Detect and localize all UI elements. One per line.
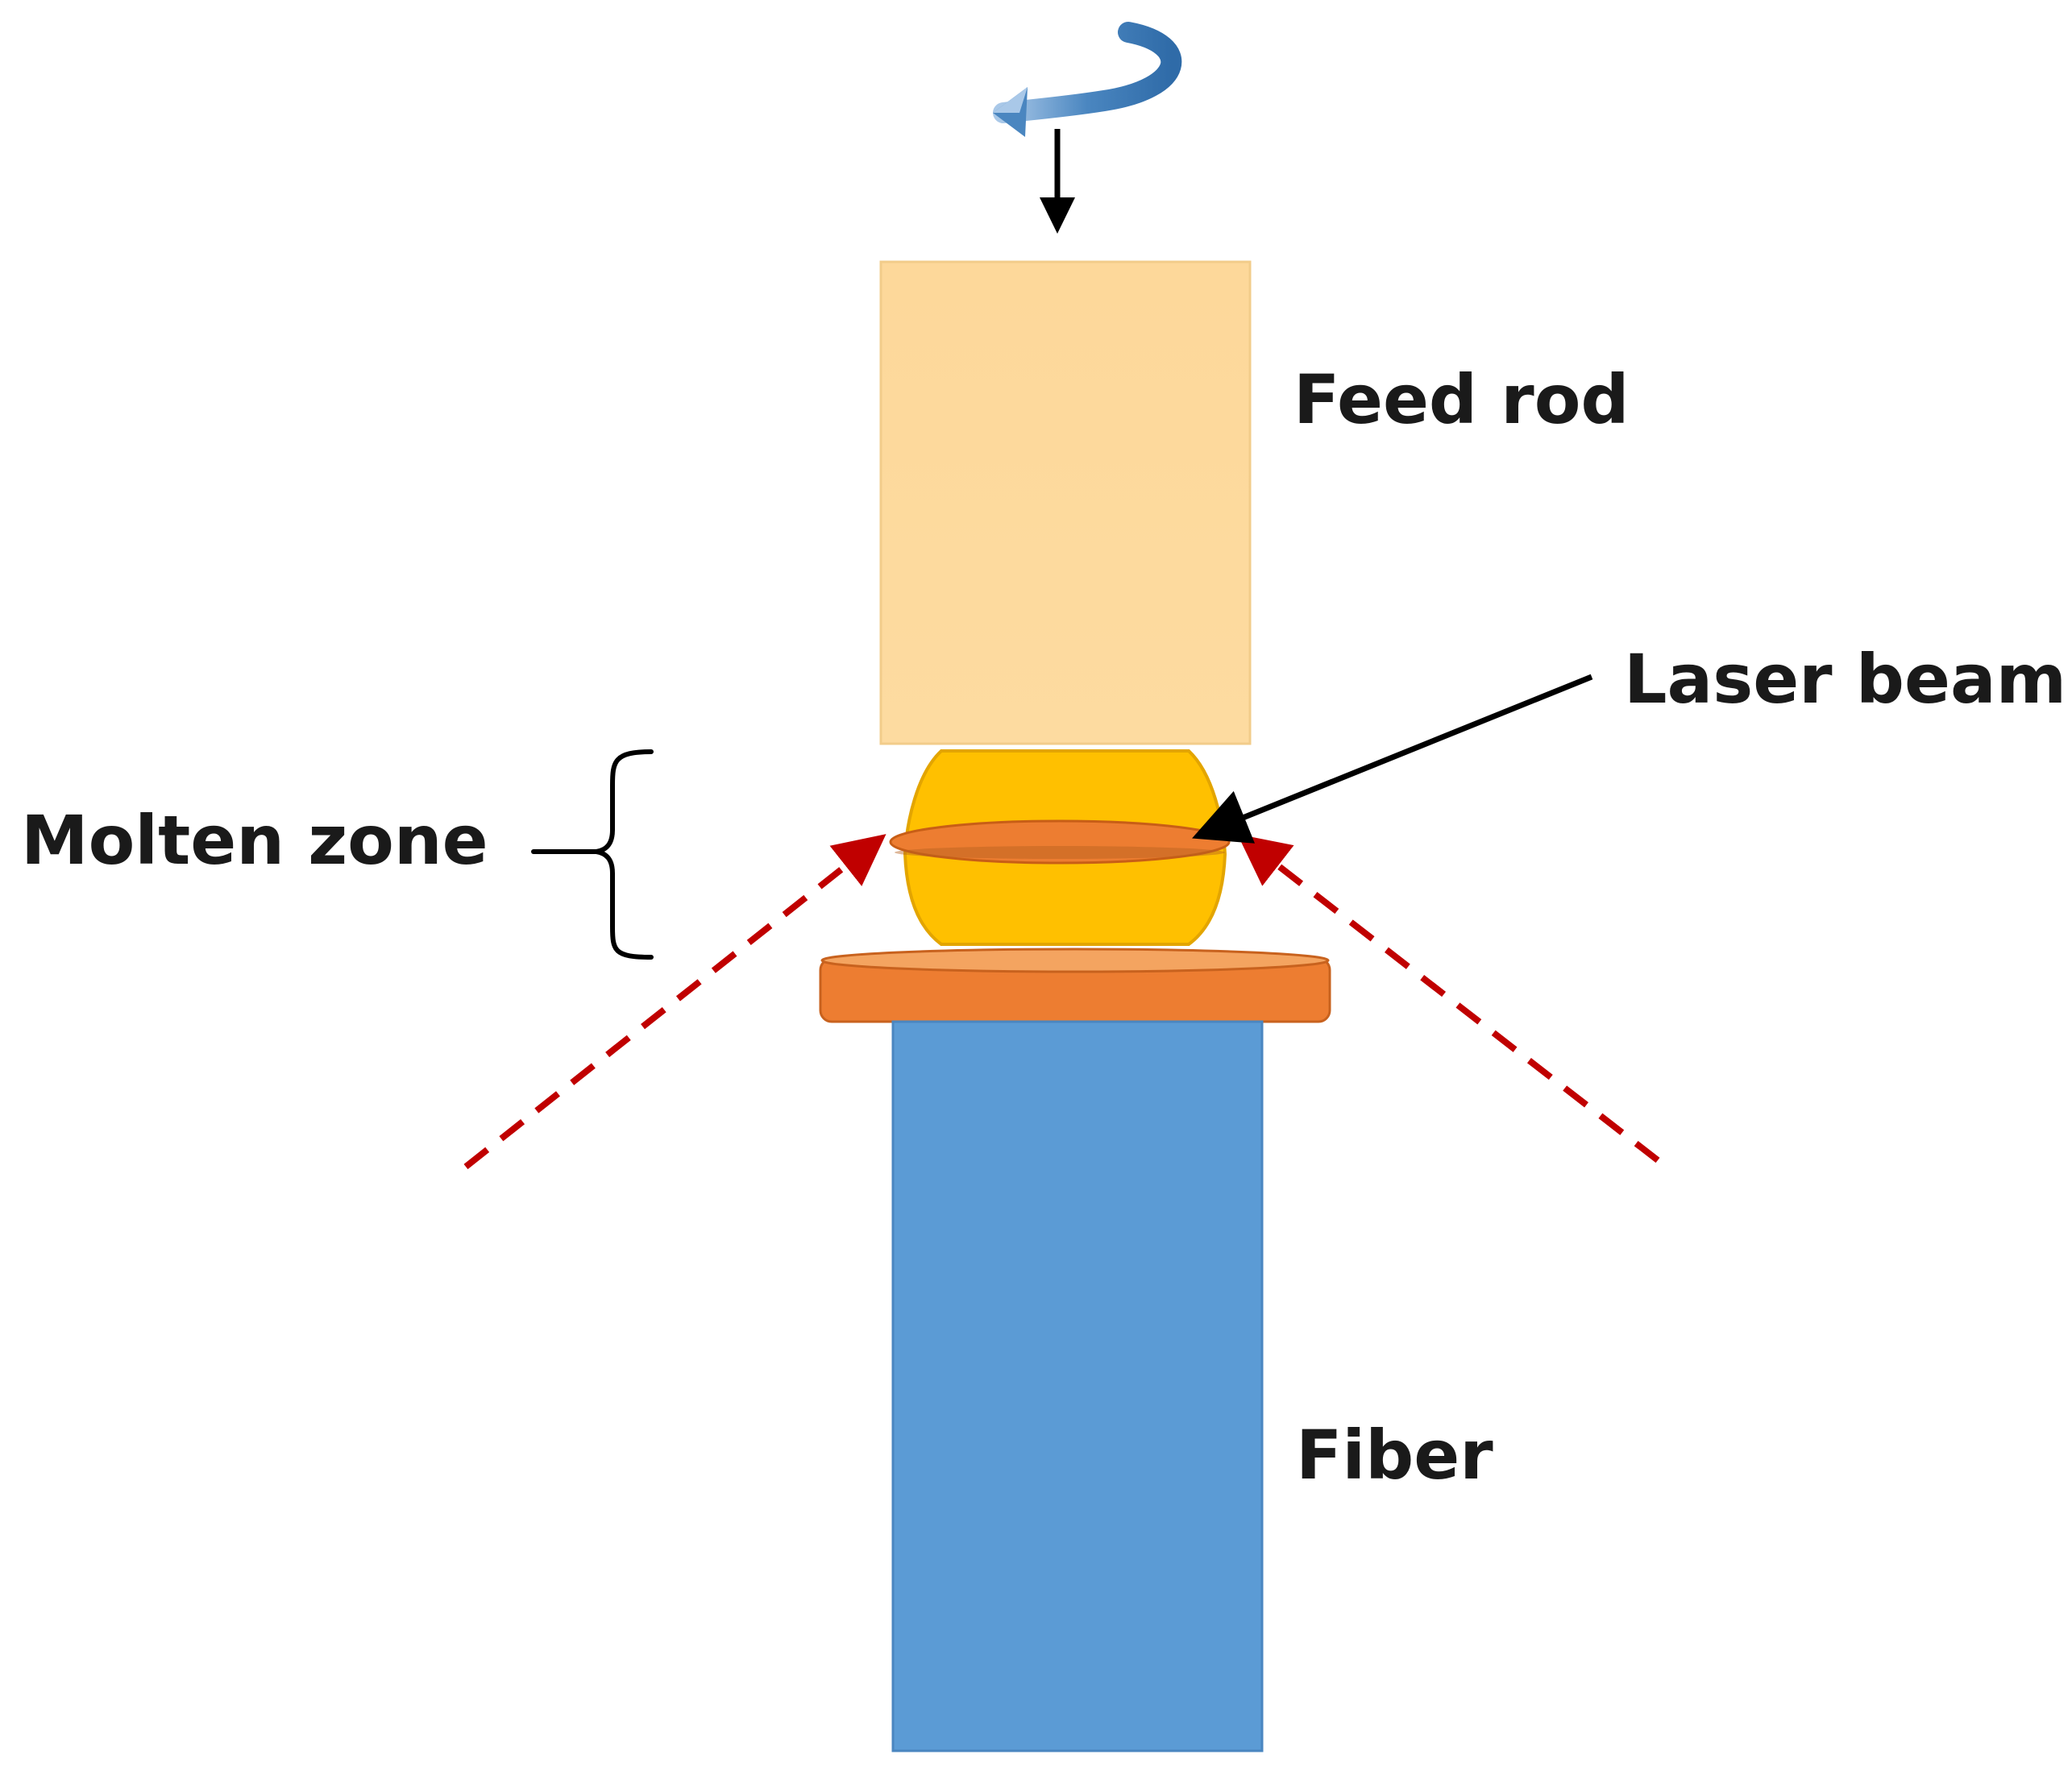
rotation-arrow-icon xyxy=(993,22,1182,137)
laser-beam-pointer xyxy=(1192,674,1593,844)
feed-rod-label: Feed rod xyxy=(1293,360,1630,439)
feed-rod xyxy=(879,260,1252,745)
laser-ray-right xyxy=(1237,834,1660,1163)
laser-ray-left xyxy=(463,834,887,1170)
laser-beam-label: Laser beam xyxy=(1624,640,2066,719)
molten-zone-bracket xyxy=(531,749,654,960)
molten-zone-label: Molten zone xyxy=(21,801,488,880)
seed-disk xyxy=(819,948,1331,1023)
down-arrow-icon xyxy=(1040,129,1075,234)
fiber xyxy=(891,1020,1264,1752)
fiber-label: Fiber xyxy=(1296,1416,1493,1495)
